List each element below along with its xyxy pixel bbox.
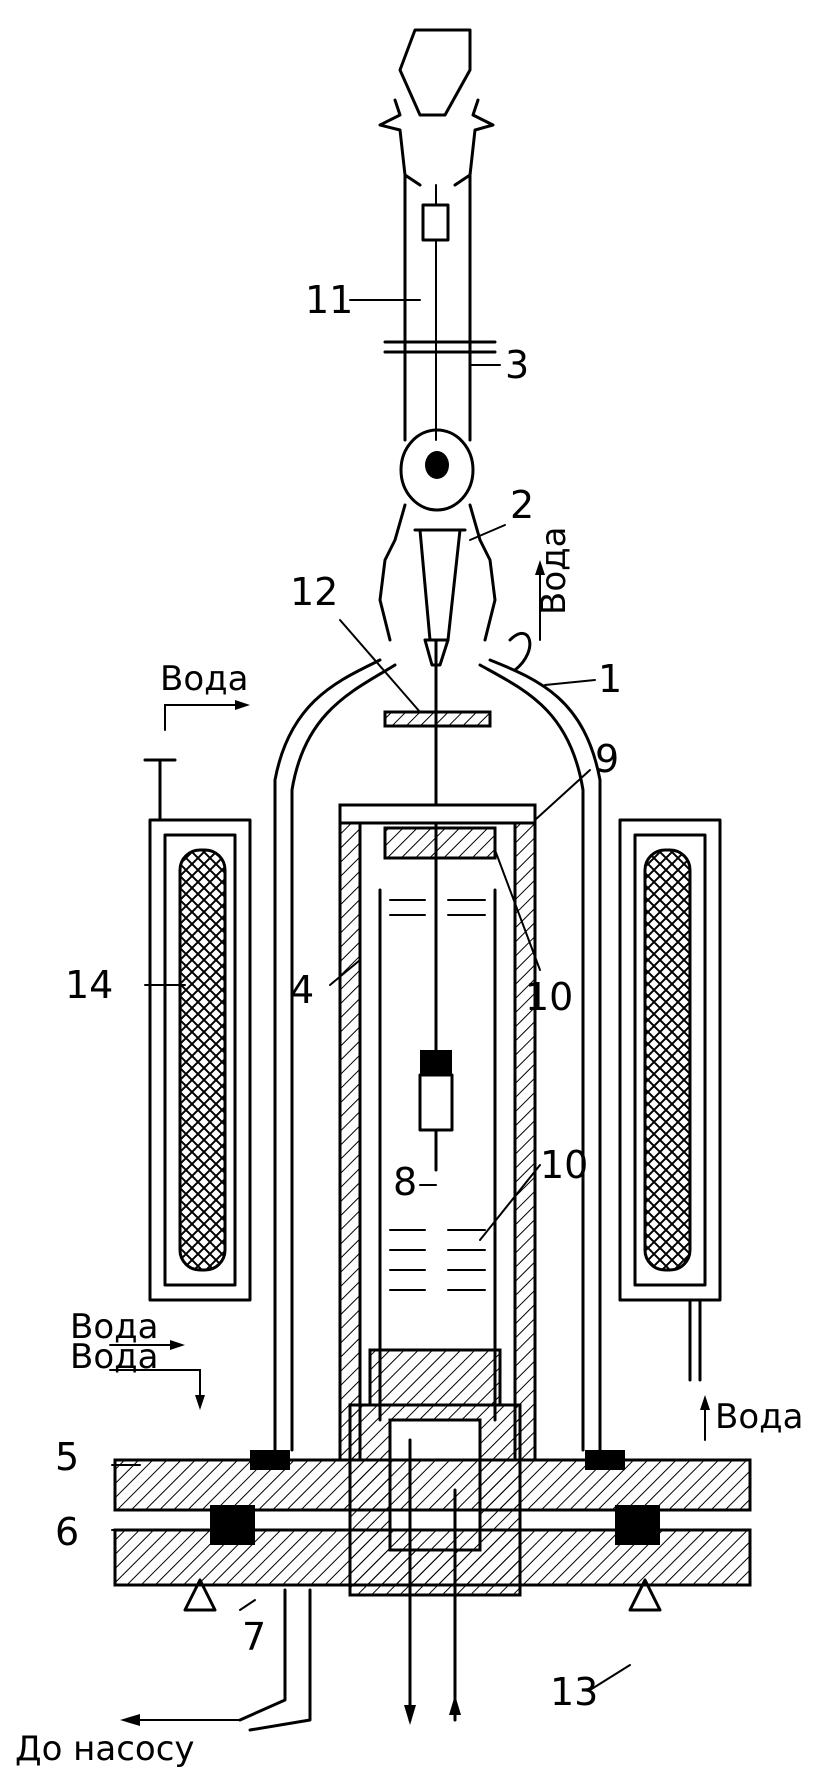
label-water-right: Вода (715, 1397, 803, 1437)
leader-lines (111, 299, 631, 1691)
inner-chamber (338, 803, 537, 1462)
heater-right (618, 818, 722, 1382)
label-to-pump: До насосу (15, 1729, 195, 1769)
label-5: 5 (55, 1435, 79, 1479)
label-4: 4 (290, 968, 314, 1012)
label-10-lower: 10 (540, 1143, 588, 1187)
label-1: 1 (598, 657, 622, 701)
sample-holder (418, 1050, 454, 1172)
label-2: 2 (510, 483, 534, 527)
flow-arrows (109, 560, 710, 1726)
base-assembly (113, 1348, 752, 1732)
label-13: 13 (550, 1670, 598, 1714)
label-10-upper: 10 (525, 975, 573, 1019)
label-11: 11 (305, 278, 353, 322)
label-8: 8 (393, 1160, 417, 1204)
label-water-left-1: Вода (70, 1307, 158, 1347)
vessel-body (273, 632, 602, 1452)
label-water-top: Вода (160, 659, 248, 699)
label-water-vertical: Вода (534, 527, 574, 615)
label-water-left-2: Вода (70, 1337, 158, 1377)
label-9: 9 (595, 737, 619, 781)
label-3: 3 (505, 343, 529, 387)
label-12: 12 (290, 570, 338, 614)
label-14: 14 (65, 963, 113, 1007)
heater-left (143, 758, 252, 1302)
upper-tube (378, 28, 497, 642)
label-7: 7 (242, 1615, 266, 1659)
label-6: 6 (55, 1510, 79, 1554)
